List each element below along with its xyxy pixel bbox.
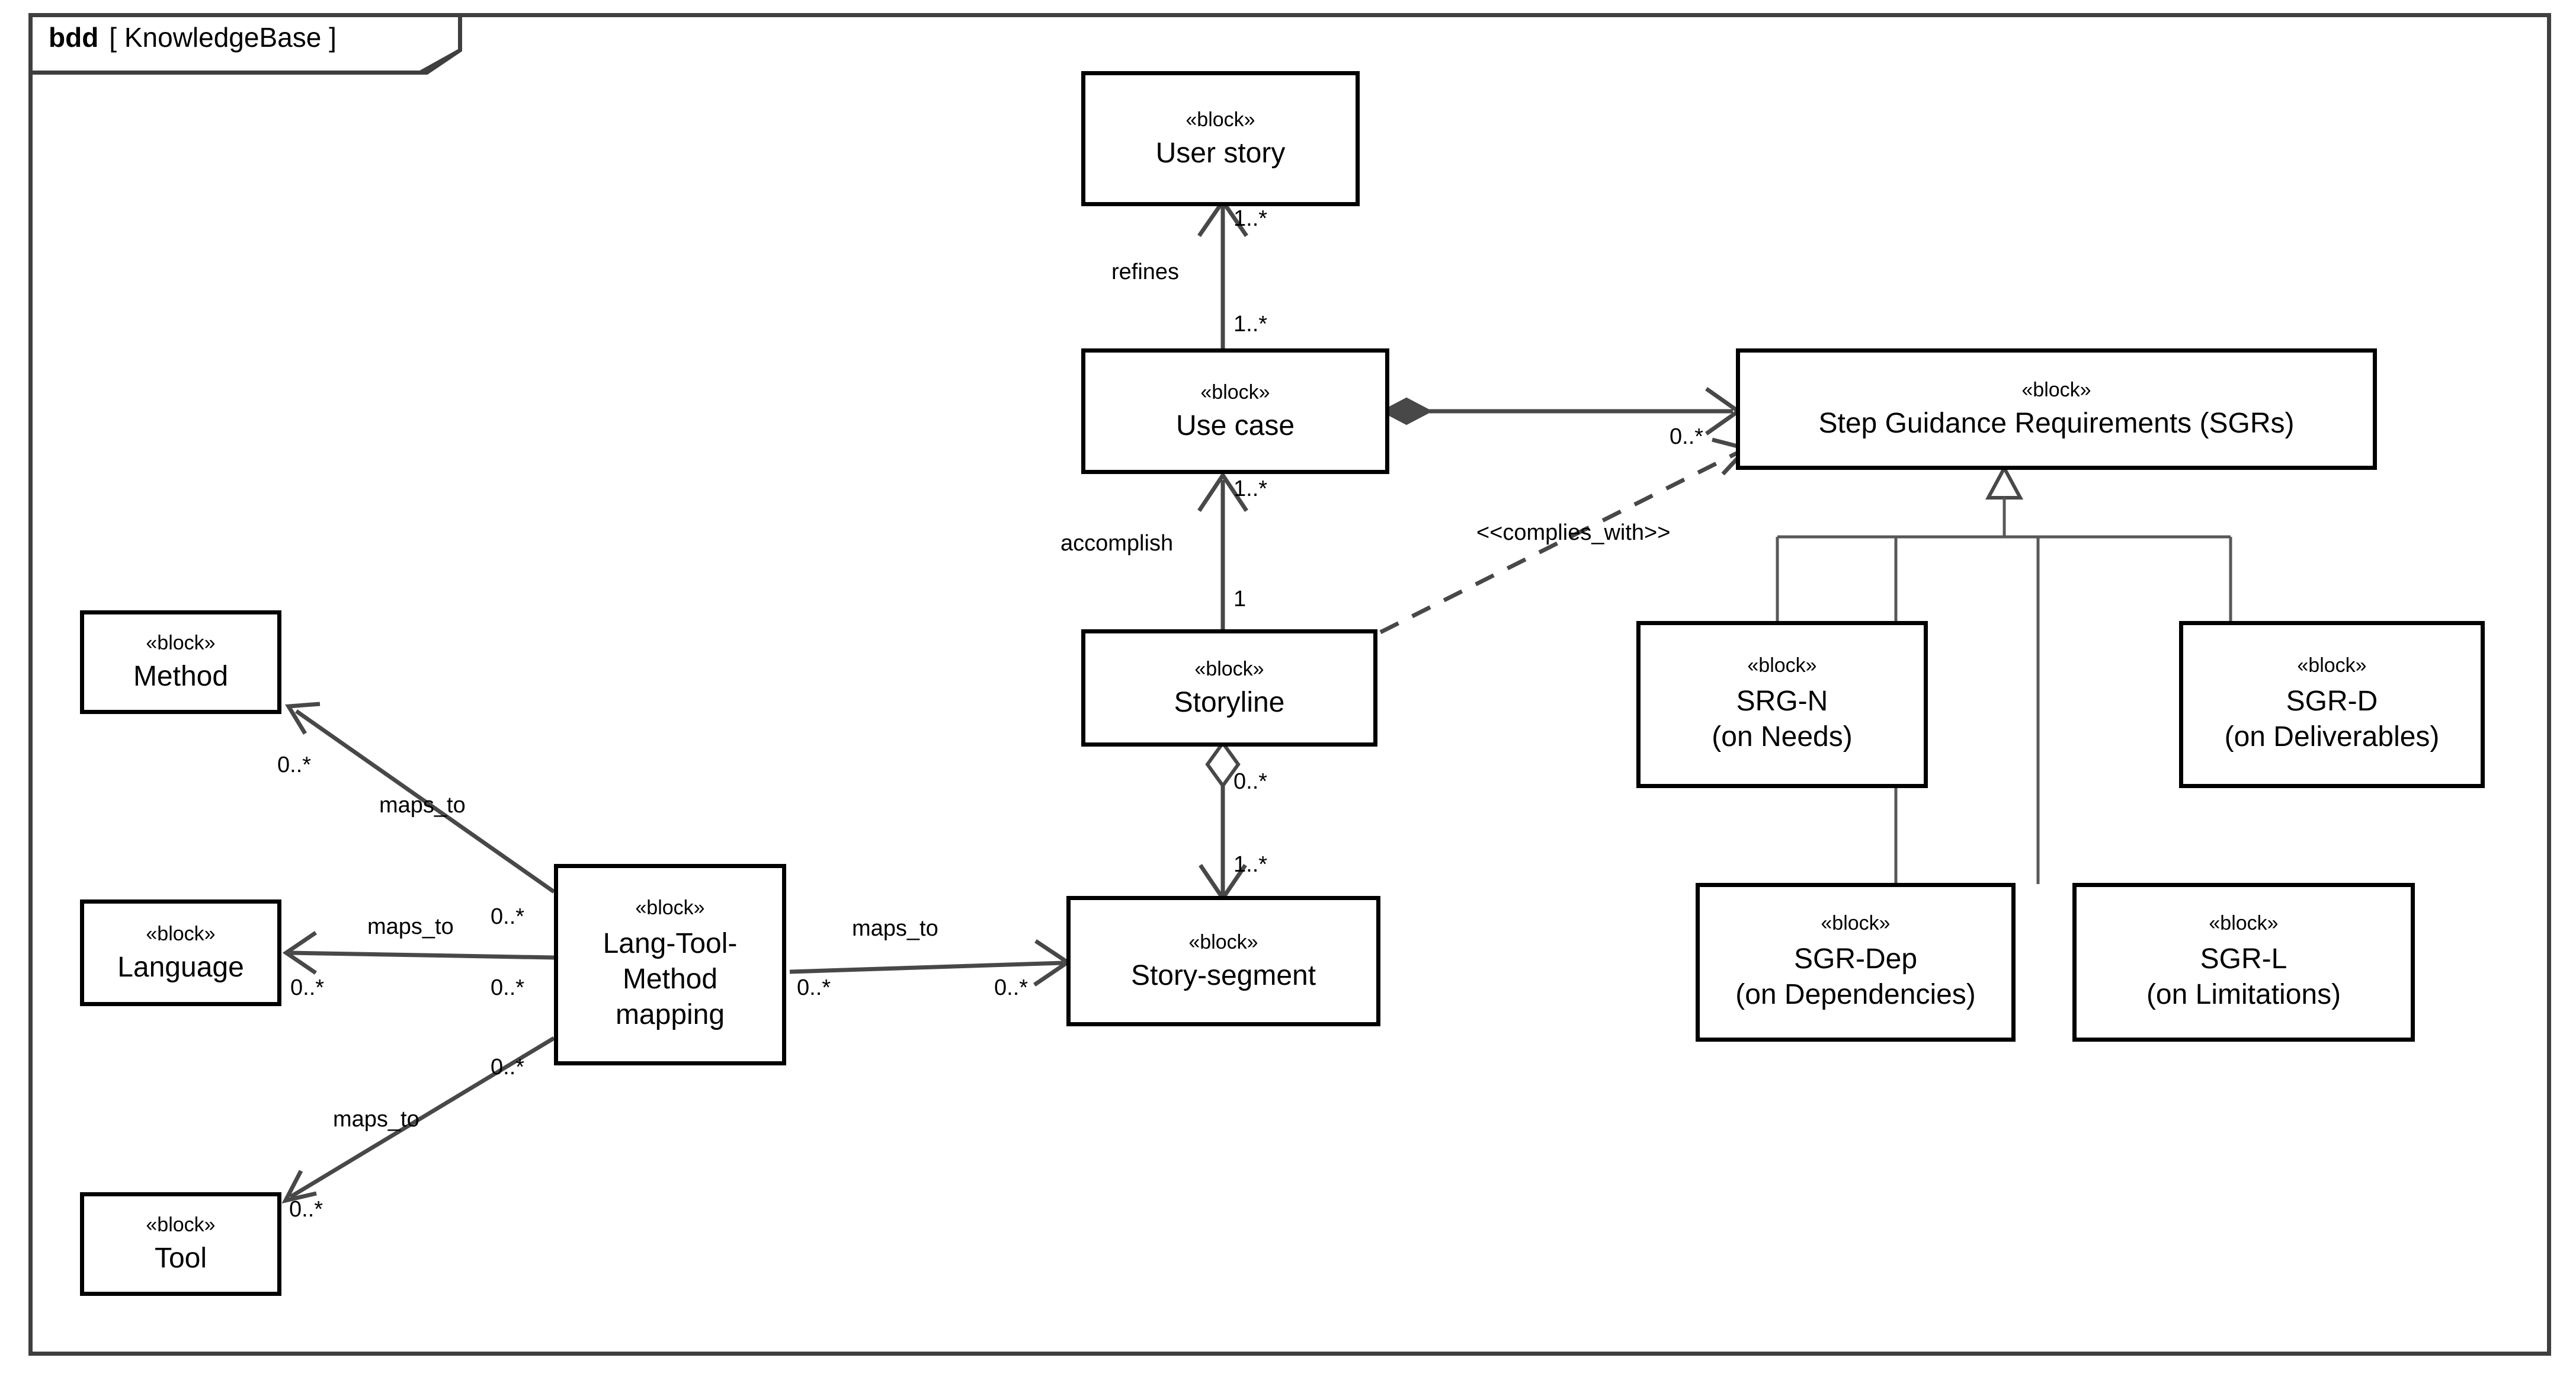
block-name: Storyline (1174, 686, 1285, 718)
multiplicity-storyline-down-end: 0..* (1233, 769, 1268, 794)
frame-keyword: bdd (49, 22, 99, 53)
block-name: Tool (154, 1243, 207, 1275)
block-stereotype: «block» (146, 922, 216, 945)
block-sgr-l[interactable]: «block» SGR-L (on Limitations) (2072, 883, 2415, 1042)
diagram-frame-header: bdd [ KnowledgeBase ] (28, 13, 462, 75)
multiplicity-storysegment-up-end: 1..* (1233, 852, 1268, 877)
block-stereotype: «block» (2021, 379, 2091, 402)
frame-header-text: bdd [ KnowledgeBase ] (49, 21, 337, 53)
block-srg-n[interactable]: «block» SRG-N (on Needs) (1636, 621, 1928, 788)
multiplicity-usecase-down-end: 1..* (1233, 476, 1268, 501)
block-name: Language (117, 951, 244, 983)
block-name: Story-segment (1130, 959, 1316, 991)
block-name: SRG-N (on Needs) (1712, 685, 1853, 753)
block-stereotype: «block» (1747, 654, 1817, 677)
multiplicity-usecase-up-end: 1..* (1233, 312, 1268, 337)
multiplicity-language-end: 0..* (290, 975, 325, 1000)
block-stereotype: «block» (1821, 912, 1891, 935)
block-lang-tool-method-mapping[interactable]: «block» Lang-Tool- Method mapping (554, 864, 786, 1065)
multiplicity-userstory-end: 1..* (1233, 206, 1268, 231)
label-maps-to-language: maps_to (367, 914, 454, 939)
block-stereotype: «block» (1188, 930, 1258, 953)
block-name: User story (1155, 137, 1286, 169)
block-name: Method (133, 661, 229, 693)
frame-header-fill (33, 17, 458, 71)
block-storyline[interactable]: «block» Storyline (1081, 629, 1377, 747)
block-tool[interactable]: «block» Tool (80, 1192, 281, 1296)
block-stereotype: «block» (1186, 108, 1255, 131)
block-name: SGR-Dep (on Dependencies) (1735, 943, 1976, 1010)
block-name: Lang-Tool- Method mapping (603, 927, 738, 1030)
block-stereotype: «block» (1200, 380, 1270, 404)
block-stereotype: «block» (635, 897, 705, 920)
block-story-segment[interactable]: «block» Story-segment (1066, 896, 1380, 1026)
block-name: SGR-L (on Limitations) (2146, 943, 2341, 1010)
block-stereotype: «block» (146, 1214, 216, 1237)
block-name: SGR-D (on Deliverables) (2224, 685, 2440, 753)
label-maps-to-storysegment: maps_to (852, 916, 938, 941)
block-method[interactable]: «block» Method (80, 610, 281, 714)
block-language[interactable]: «block» Language (80, 899, 281, 1006)
block-sgr-d[interactable]: «block» SGR-D (on Deliverables) (2179, 621, 2485, 788)
multiplicity-mapping-method-end: 0..* (491, 904, 525, 929)
block-step-guidance-requirements[interactable]: «block» Step Guidance Requirements (SGRs… (1736, 348, 2377, 470)
block-stereotype: «block» (2297, 654, 2367, 677)
block-use-case[interactable]: «block» Use case (1081, 348, 1389, 474)
block-name: Use case (1175, 409, 1295, 441)
multiplicity-mapping-language-end: 0..* (491, 975, 525, 1000)
multiplicity-sgrs-left-end: 0..* (1670, 424, 1704, 449)
multiplicity-method-end: 0..* (277, 753, 312, 777)
multiplicity-storyline-up-end: 1 (1233, 587, 1247, 612)
block-stereotype: «block» (2209, 912, 2279, 935)
label-accomplish: accomplish (1060, 531, 1174, 556)
label-maps-to-tool: maps_to (333, 1107, 419, 1132)
multiplicity-mapping-tool-end: 0..* (491, 1055, 525, 1080)
label-refines: refines (1111, 260, 1180, 284)
label-maps-to-method: maps_to (379, 793, 466, 818)
block-user-story[interactable]: «block» User story (1081, 71, 1360, 206)
block-name: Step Guidance Requirements (SGRs) (1818, 408, 2295, 440)
label-complies-with: <<complies_with>> (1476, 520, 1671, 545)
block-sgr-dep[interactable]: «block» SGR-Dep (on Dependencies) (1696, 883, 2016, 1042)
multiplicity-tool-end: 0..* (289, 1197, 323, 1222)
block-stereotype: «block» (1194, 657, 1264, 680)
block-stereotype: «block» (146, 632, 216, 655)
multiplicity-storysegment-left-end: 0..* (994, 975, 1029, 1000)
multiplicity-mapping-segment-end: 0..* (797, 975, 831, 1000)
frame-name: [ KnowledgeBase ] (109, 22, 337, 53)
